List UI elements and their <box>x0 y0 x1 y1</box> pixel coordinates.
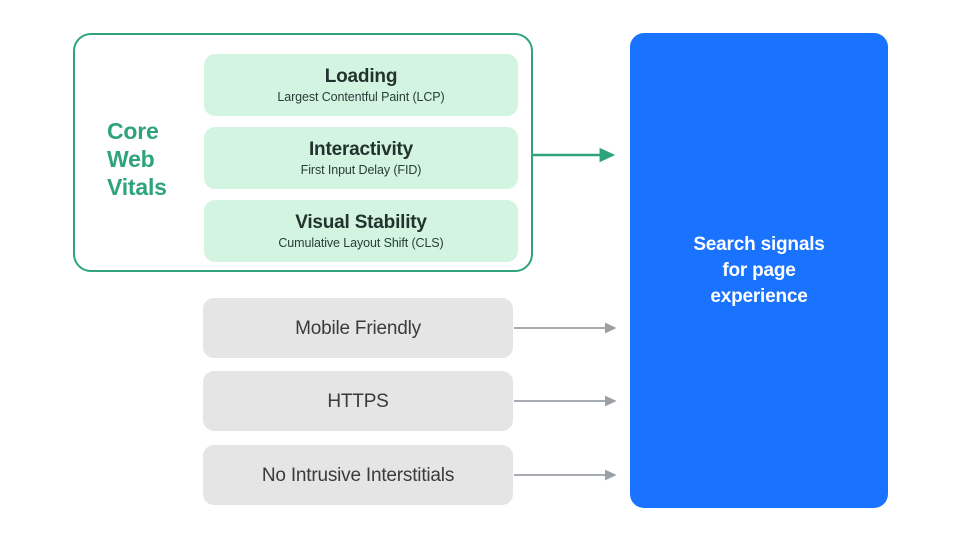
signal-label: Mobile Friendly <box>295 317 421 339</box>
metric-card-loading[interactable]: Loading Largest Contentful Paint (LCP) <box>204 54 518 116</box>
metric-title: Interactivity <box>308 138 414 160</box>
search-signals-label: Search signals for page experience <box>693 233 825 307</box>
signal-label: No Intrusive Interstitials <box>261 464 455 486</box>
core-web-vitals-label: Core Web Vitals <box>107 118 167 200</box>
search-signals-box[interactable]: Search signals for page experience <box>630 33 888 508</box>
signal-label: HTTPS <box>327 390 389 412</box>
metric-card-interactivity[interactable]: Interactivity First Input Delay (FID) <box>204 127 518 189</box>
metric-subtitle: Cumulative Layout Shift (CLS) <box>278 235 444 250</box>
metric-subtitle: First Input Delay (FID) <box>300 162 422 177</box>
signal-card-https[interactable]: HTTPS <box>203 371 513 431</box>
signal-card-mobile-friendly[interactable]: Mobile Friendly <box>203 298 513 358</box>
metric-card-visual-stability[interactable]: Visual Stability Cumulative Layout Shift… <box>204 200 518 262</box>
metric-title: Loading <box>324 65 398 87</box>
signal-card-no-intrusive-interstitials[interactable]: No Intrusive Interstitials <box>203 445 513 505</box>
metric-subtitle: Largest Contentful Paint (LCP) <box>277 89 445 104</box>
core-web-vitals-group: Core Web Vitals Loading Largest Contentf… <box>73 33 533 272</box>
metric-title: Visual Stability <box>295 211 427 233</box>
